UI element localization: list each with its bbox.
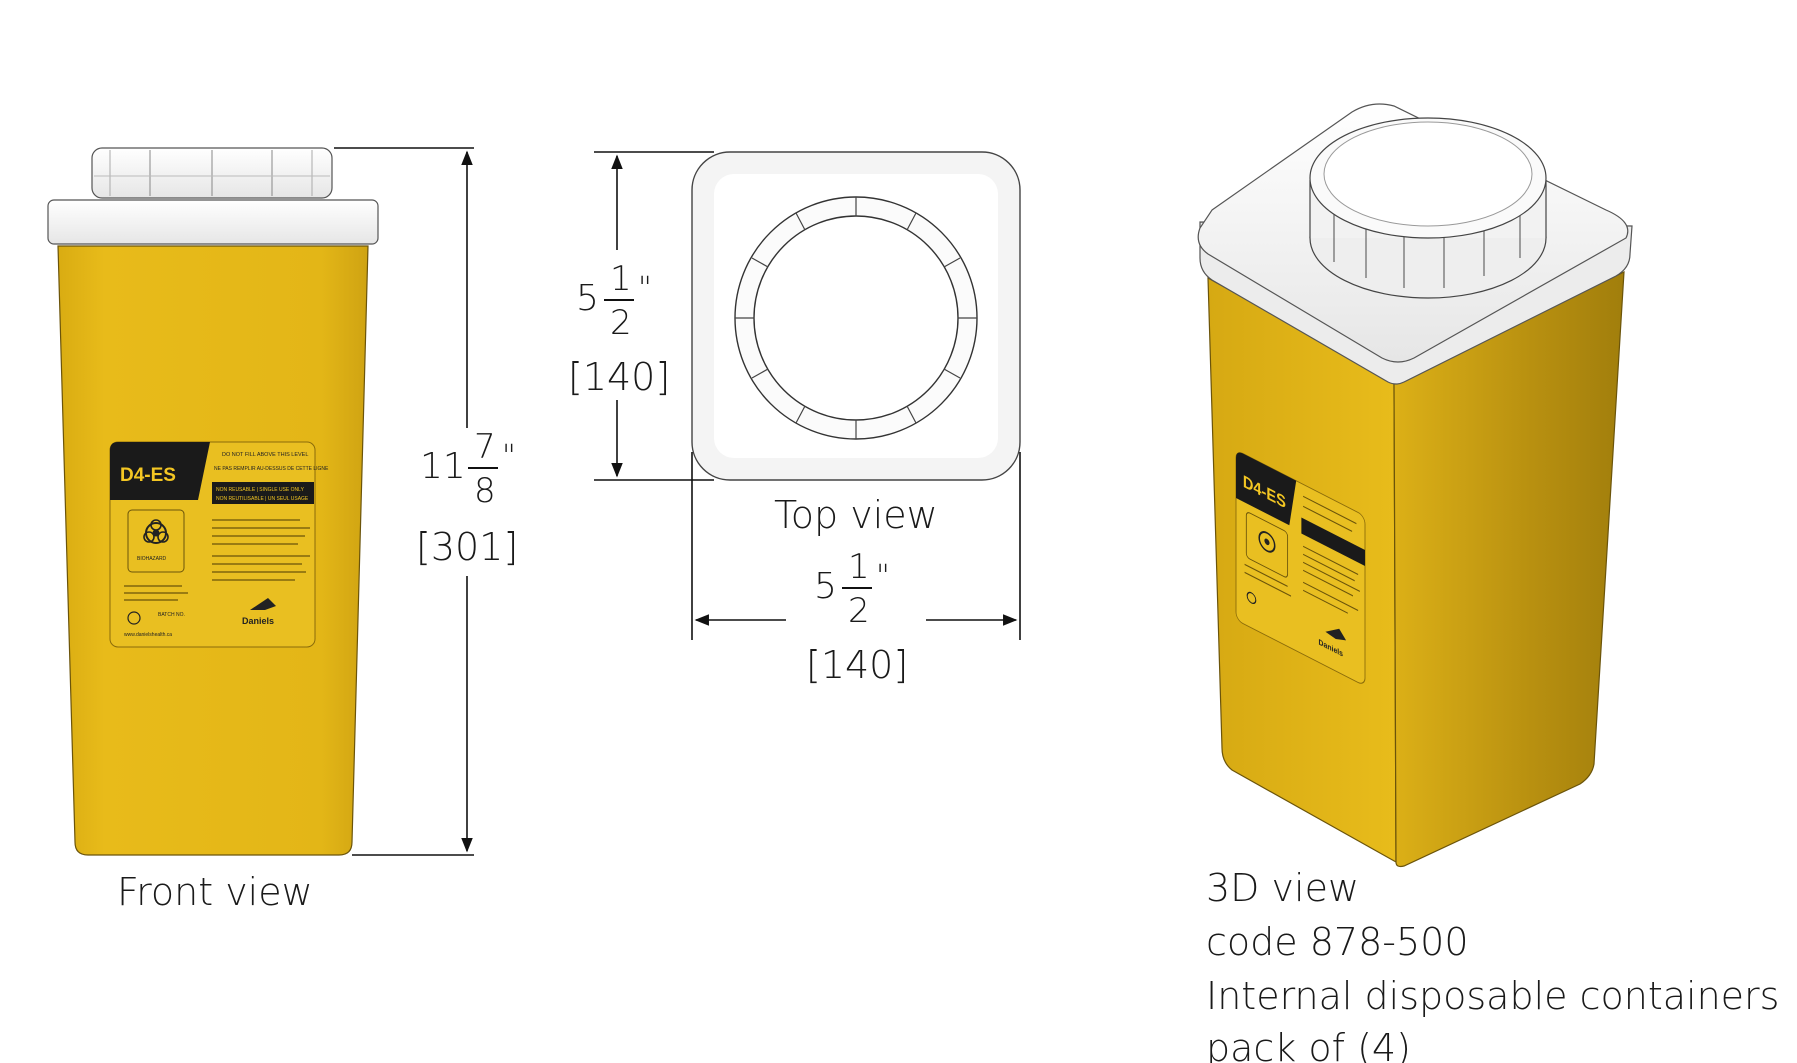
iso-body-right [1393,271,1625,868]
depth-whole: 5 [576,278,599,319]
iso-label: D4-ES Daniels [1235,452,1366,684]
front-view: D4-ES DO NOT FILL ABOVE THIS LEVEL NE PA… [47,147,522,914]
height-whole: 11 [420,446,466,487]
width-whole: 5 [814,566,837,607]
width-unit: " [876,559,890,594]
front-label: D4-ES DO NOT FILL ABOVE THIS LEVEL NE PA… [109,441,329,648]
width-mm: [140] [806,643,908,687]
front-label-biohazard: BIOHAZARD [137,556,167,562]
top-view-caption: Top view [774,493,938,537]
front-label-line2: NE PAS REMPLIR AU-DESSUS DE CETTE LIGNE [214,466,329,472]
height-numerator: 7 [474,427,496,467]
height-mm: [301] [416,525,518,569]
depth-unit: " [638,271,652,306]
top-cap [734,196,978,440]
depth-numerator: 1 [610,259,632,299]
depth-mm: [140] [568,355,670,399]
iso-cap [1309,117,1547,299]
height-denominator: 8 [474,471,496,511]
front-label-line4: NON REUTILISABLE | UN SEUL USAGE [216,496,309,502]
biohazard-icon [143,519,169,544]
width-denominator: 2 [848,591,870,631]
product-description: Internal disposable containers [1206,974,1779,1018]
front-label-website: www.danielshealth.ca [124,632,172,638]
iso-view-caption: 3D view [1206,866,1359,910]
height-dimension: 11 7 8 " [301] [334,147,522,856]
front-label-brand: Daniels [242,616,274,626]
front-label-line1: DO NOT FILL ABOVE THIS LEVEL [222,452,308,458]
front-shoulder [47,199,379,245]
depth-denominator: 2 [610,303,632,343]
iso-view: D4-ES Daniels 3D view code 87 [1197,103,1779,1063]
brand-logo-icon [250,598,276,610]
width-numerator: 1 [848,547,870,587]
product-code: code 878-500 [1206,920,1469,964]
front-cap [91,147,333,199]
front-label-batch: BATCH NO. [158,612,185,618]
front-view-caption: Front view [117,870,313,914]
width-dimension: 5 1 2 " [140] [691,452,1021,690]
depth-dimension: 5 1 2 " [140] [566,151,714,481]
height-unit: " [502,439,516,474]
top-view: 5 1 2 " [140] Top view 5 1 2 " [140] [566,151,1021,690]
front-label-model: D4-ES [120,465,176,486]
product-pack: pack of (4) [1206,1026,1411,1063]
front-label-line3: NON REUSABLE | SINGLE USE ONLY [216,487,305,493]
